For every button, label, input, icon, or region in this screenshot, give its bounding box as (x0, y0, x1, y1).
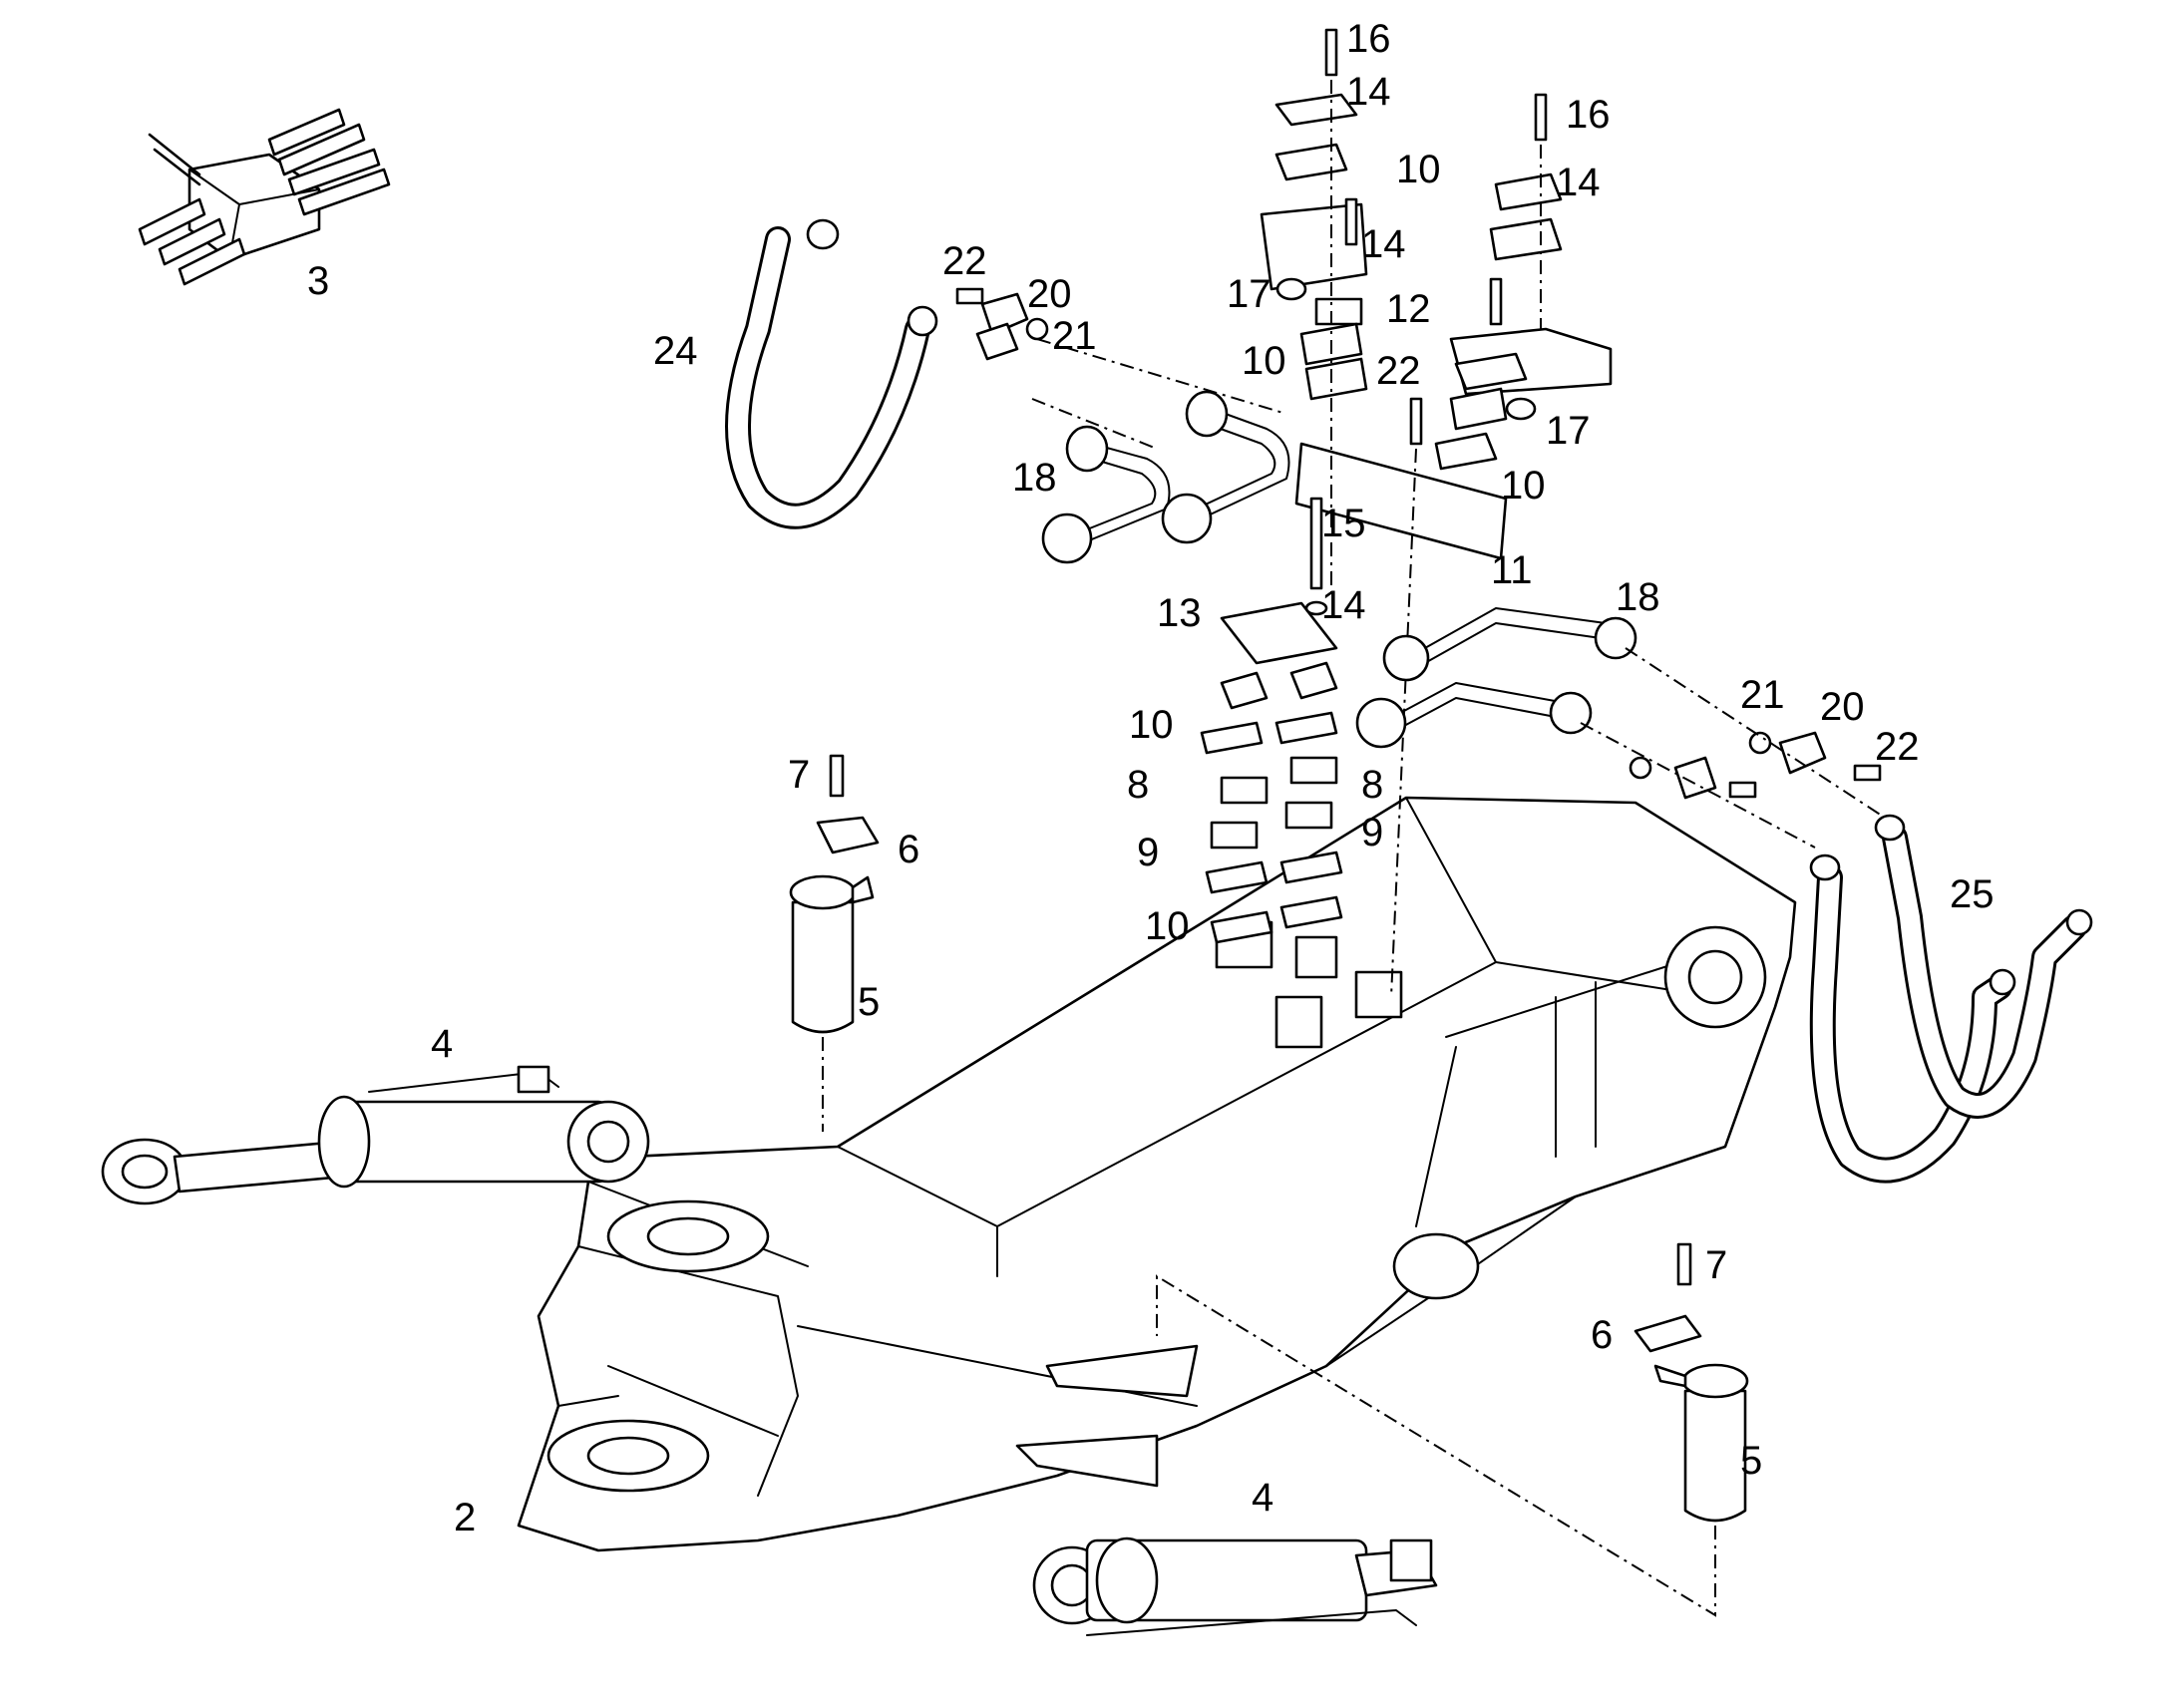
boom-cylinder-upper (101, 1065, 650, 1205)
label-21-b: 21 (1740, 673, 1785, 717)
label-20-b: 20 (1820, 685, 1865, 729)
pin-right (1653, 1363, 1749, 1523)
label-6-left: 6 (898, 828, 919, 871)
label-3: 3 (307, 259, 329, 303)
label-18-b: 18 (1616, 575, 1660, 619)
centerline-pin-right (1156, 1274, 1716, 1617)
pin-left (789, 874, 875, 1034)
centerline-lower (1580, 647, 1886, 849)
label-17-b: 17 (1546, 409, 1591, 453)
label-2: 2 (454, 1496, 476, 1539)
top-clamp-cluster (1260, 28, 1613, 616)
plate-right (1634, 1314, 1702, 1353)
hose-25 (1809, 814, 2093, 1184)
label-18-a: 18 (1012, 456, 1057, 500)
label-14-d: 14 (1321, 583, 1366, 627)
tube-pair-lower (1355, 607, 1637, 749)
label-22-b: 22 (1376, 349, 1421, 393)
label-12-a: 12 (1386, 287, 1431, 331)
label-10-e: 10 (1501, 464, 1546, 508)
boom-cylinder-lower (1032, 1537, 1438, 1636)
label-16-b: 16 (1566, 93, 1611, 137)
label-24: 24 (653, 329, 698, 373)
label-9-left: 9 (1137, 831, 1159, 874)
label-6-right: 6 (1591, 1313, 1613, 1357)
centerline-top (1330, 80, 1542, 998)
label-22-c: 22 (1875, 725, 1920, 769)
label-4-lower: 4 (1252, 1476, 1273, 1520)
flange-lower (1629, 731, 1882, 800)
label-10-b: 10 (1242, 339, 1286, 383)
label-22-a: 22 (942, 239, 987, 283)
label-20-a: 20 (1027, 272, 1072, 316)
label-13: 13 (1157, 591, 1202, 635)
label-5-right: 5 (1740, 1439, 1762, 1483)
label-7-left: 7 (788, 753, 810, 797)
screw-right (1676, 1242, 1692, 1286)
label-21-a: 21 (1052, 314, 1097, 358)
boom-main-body (517, 796, 1797, 1552)
label-14-a: 14 (1346, 70, 1391, 114)
label-11: 11 (1491, 548, 1533, 592)
flange-upper (955, 287, 1049, 361)
label-8-left: 8 (1127, 763, 1149, 807)
label-4-upper: 4 (431, 1022, 453, 1066)
label-9-right: 9 (1361, 811, 1383, 854)
clamp-stack-center (1200, 601, 1343, 944)
label-8-right: 8 (1361, 763, 1383, 807)
label-25: 25 (1950, 872, 1995, 916)
label-5-left: 5 (858, 980, 880, 1024)
screw-left (829, 754, 845, 798)
tube-pair-upper (1041, 390, 1290, 564)
label-16-a: 16 (1346, 17, 1391, 61)
label-17-a: 17 (1227, 272, 1272, 316)
label-10-d: 10 (1145, 904, 1190, 948)
label-14-b: 14 (1556, 161, 1601, 204)
label-15: 15 (1321, 502, 1366, 545)
label-14-c: 14 (1361, 222, 1406, 266)
label-7-right: 7 (1705, 1243, 1727, 1287)
label-10-a: 10 (1396, 148, 1441, 191)
hose-24 (725, 218, 938, 529)
valve-block (138, 108, 391, 286)
plate-left (816, 816, 880, 854)
label-10-c: 10 (1129, 703, 1174, 747)
centerline-upper (1031, 338, 1287, 450)
